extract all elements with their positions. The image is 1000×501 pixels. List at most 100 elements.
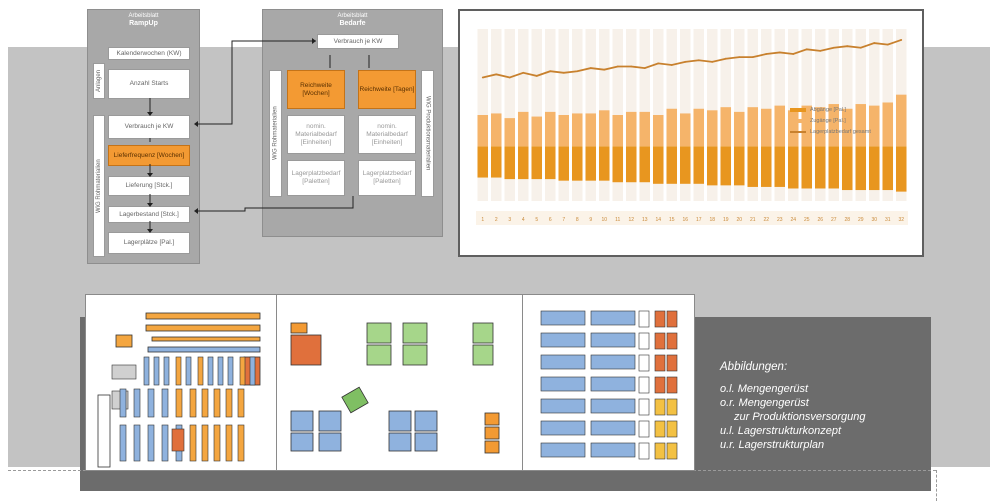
point-total-4 <box>522 71 525 74</box>
bar-outflow-28 <box>841 146 853 191</box>
caption-line-2b: zur Produktionsversorgung <box>734 411 866 423</box>
tick-label-28: 28 <box>844 217 850 223</box>
pallet-stack-blue <box>290 432 314 452</box>
tick-label-15: 15 <box>669 217 675 223</box>
storage-rack <box>147 424 155 462</box>
bar-inflow-25 <box>801 105 813 147</box>
storage-rack <box>133 388 141 418</box>
storage-rack <box>161 424 169 462</box>
tick-label-30: 30 <box>871 217 877 223</box>
legend-item-outflow: Abgänge [Pal.] <box>790 107 846 113</box>
storage-rack <box>540 332 586 348</box>
bedarfe-header-small: Arbeitsblatt <box>337 13 368 19</box>
storage-rack <box>147 388 155 418</box>
storage-rack <box>654 398 666 416</box>
tick-label-13: 13 <box>642 217 648 223</box>
pallet-demand-box-left: Lagerplatzbedarf [Paletten] <box>287 160 345 196</box>
caption-line-4: u.r. Lagerstrukturplan <box>720 439 825 451</box>
bar-outflow-25 <box>801 146 813 189</box>
dashed-divider-vertical <box>936 470 937 501</box>
bar-outflow-29 <box>855 146 867 191</box>
storage-rack <box>185 356 192 386</box>
storage-rack <box>590 420 636 436</box>
point-total-27 <box>832 46 835 49</box>
tick-label-22: 22 <box>763 217 769 223</box>
point-total-3 <box>508 76 511 79</box>
bar-outflow-2 <box>490 146 502 178</box>
storage-rack <box>143 356 150 386</box>
storage-rack <box>654 354 666 372</box>
line-total-storage <box>482 39 902 79</box>
point-total-20 <box>738 56 741 59</box>
bar-outflow-14 <box>652 146 664 184</box>
material-demand-box-left: nomin. Materialbedarf [Einheiten] <box>287 115 345 154</box>
storage-rack <box>654 310 666 328</box>
bar-outflow-19 <box>720 146 732 186</box>
bar-outflow-6 <box>544 146 556 180</box>
tick-label-3: 3 <box>508 217 511 223</box>
point-total-25 <box>805 48 808 51</box>
storage-rack <box>189 388 197 418</box>
point-total-14 <box>657 62 660 65</box>
storage-rack <box>590 332 636 348</box>
bedarfe-header: Arbeitsblatt Bedarfe <box>263 10 442 28</box>
bar-outflow-13 <box>639 146 651 183</box>
shelf-rack <box>151 336 261 342</box>
shelf-rack <box>115 334 133 348</box>
storage-rack <box>638 442 650 460</box>
point-total-23 <box>778 51 781 54</box>
bar-outflow-24 <box>787 146 799 189</box>
storage-rack <box>540 376 586 392</box>
storage-rack <box>590 376 636 392</box>
pallet-stack-blue <box>318 410 342 432</box>
storage-rack <box>163 356 170 386</box>
storage-rack <box>227 356 234 386</box>
bar-outflow-11 <box>612 146 624 183</box>
point-total-11 <box>616 65 619 68</box>
storage-rack <box>638 420 650 438</box>
storage-layout-plan <box>522 294 695 471</box>
bar-inflow-32 <box>895 94 907 147</box>
bar-outflow-15 <box>666 146 678 184</box>
tick-label-21: 21 <box>750 217 756 223</box>
storage-rack <box>225 388 233 418</box>
bar-outflow-32 <box>895 146 907 192</box>
storage-rack <box>666 398 678 416</box>
pallet-stack-blue <box>388 432 412 452</box>
storage-concept-drawing <box>97 312 261 468</box>
point-total-22 <box>765 53 768 55</box>
storage-rack <box>666 420 678 438</box>
legend-label-outflow: Abgänge [Pal.] <box>810 107 847 113</box>
tick-label-14: 14 <box>655 217 661 223</box>
bar-inflow-16 <box>679 113 691 147</box>
tick-label-18: 18 <box>709 217 715 223</box>
point-total-30 <box>873 42 876 44</box>
caption-line-1: o.l. Mengengerüst <box>720 383 809 395</box>
storage-rack <box>213 424 221 462</box>
bar-outflow-7 <box>558 146 570 181</box>
consumption-per-week-box: Verbrauch je KW <box>108 115 190 139</box>
bar-outflow-21 <box>747 146 759 187</box>
storage-rack <box>666 354 678 372</box>
bar-outflow-12 <box>625 146 637 183</box>
figure-captions: Abbildungen: o.l. Mengengerüst o.r. Meng… <box>720 360 865 452</box>
rampup-header: Arbeitsblatt RampUp <box>88 10 199 28</box>
legend-swatch-outflow <box>790 108 806 112</box>
bar-outflow-26 <box>814 146 826 189</box>
tick-label-25: 25 <box>804 217 810 223</box>
bar-inflow-29 <box>855 104 867 147</box>
storage-concept-plan <box>85 294 278 471</box>
tick-label-11: 11 <box>615 217 620 223</box>
point-total-8 <box>576 70 579 73</box>
storage-rack <box>133 424 141 462</box>
tick-label-32: 32 <box>898 217 904 223</box>
bar-inflow-24 <box>787 110 799 147</box>
tick-label-23: 23 <box>777 217 783 223</box>
bar-outflow-16 <box>679 146 691 184</box>
bar-outflow-10 <box>598 146 610 181</box>
storage-rack <box>217 356 224 386</box>
point-total-13 <box>643 67 646 69</box>
storage-rack <box>119 388 127 418</box>
bar-outflow-17 <box>693 146 705 184</box>
